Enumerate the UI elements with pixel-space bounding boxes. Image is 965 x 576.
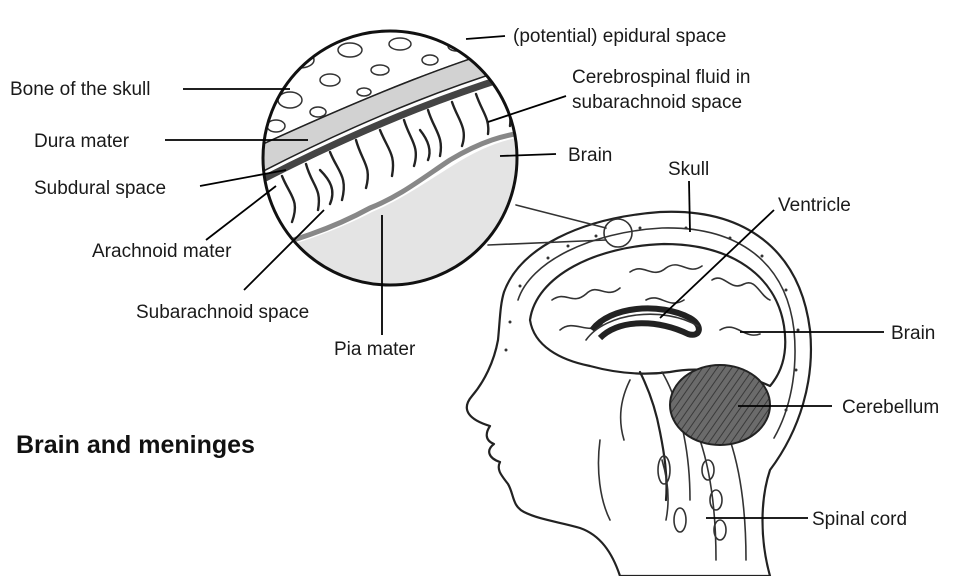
head-illustration [467,212,811,576]
pharynx-lines [598,380,668,520]
cerebellum-shape [670,365,770,445]
label-subdural-space: Subdural space [34,178,166,199]
label-brain-inset: Brain [568,145,612,166]
label-brain: Brain [891,323,935,344]
label-spinal-cord: Spinal cord [812,509,907,530]
label-bone-of-skull: Bone of the skull [10,79,150,100]
label-subarachnoid-space: Subarachnoid space [136,302,309,323]
label-csf-line2: subarachnoid space [572,92,742,113]
label-dura-mater: Dura mater [34,131,130,152]
vertebra-2 [710,490,722,510]
label-skull: Skull [668,159,709,180]
label-arachnoid-mater: Arachnoid mater [92,241,232,262]
label-ventricle: Ventricle [778,195,851,216]
hyoid-2 [674,508,686,532]
inset-connector-upper [516,205,606,228]
label-cerebellum: Cerebellum [842,397,939,418]
label-csf-line1: Cerebrospinal fluid in [572,67,751,88]
brainstem [640,372,667,500]
diagram-title: Brain and meninges [16,431,255,459]
spinal-canal-line [700,440,746,560]
label-pia-mater: Pia mater [334,339,416,360]
label-epidural-space: (potential) epidural space [513,26,726,47]
meninges-inset [250,30,530,300]
